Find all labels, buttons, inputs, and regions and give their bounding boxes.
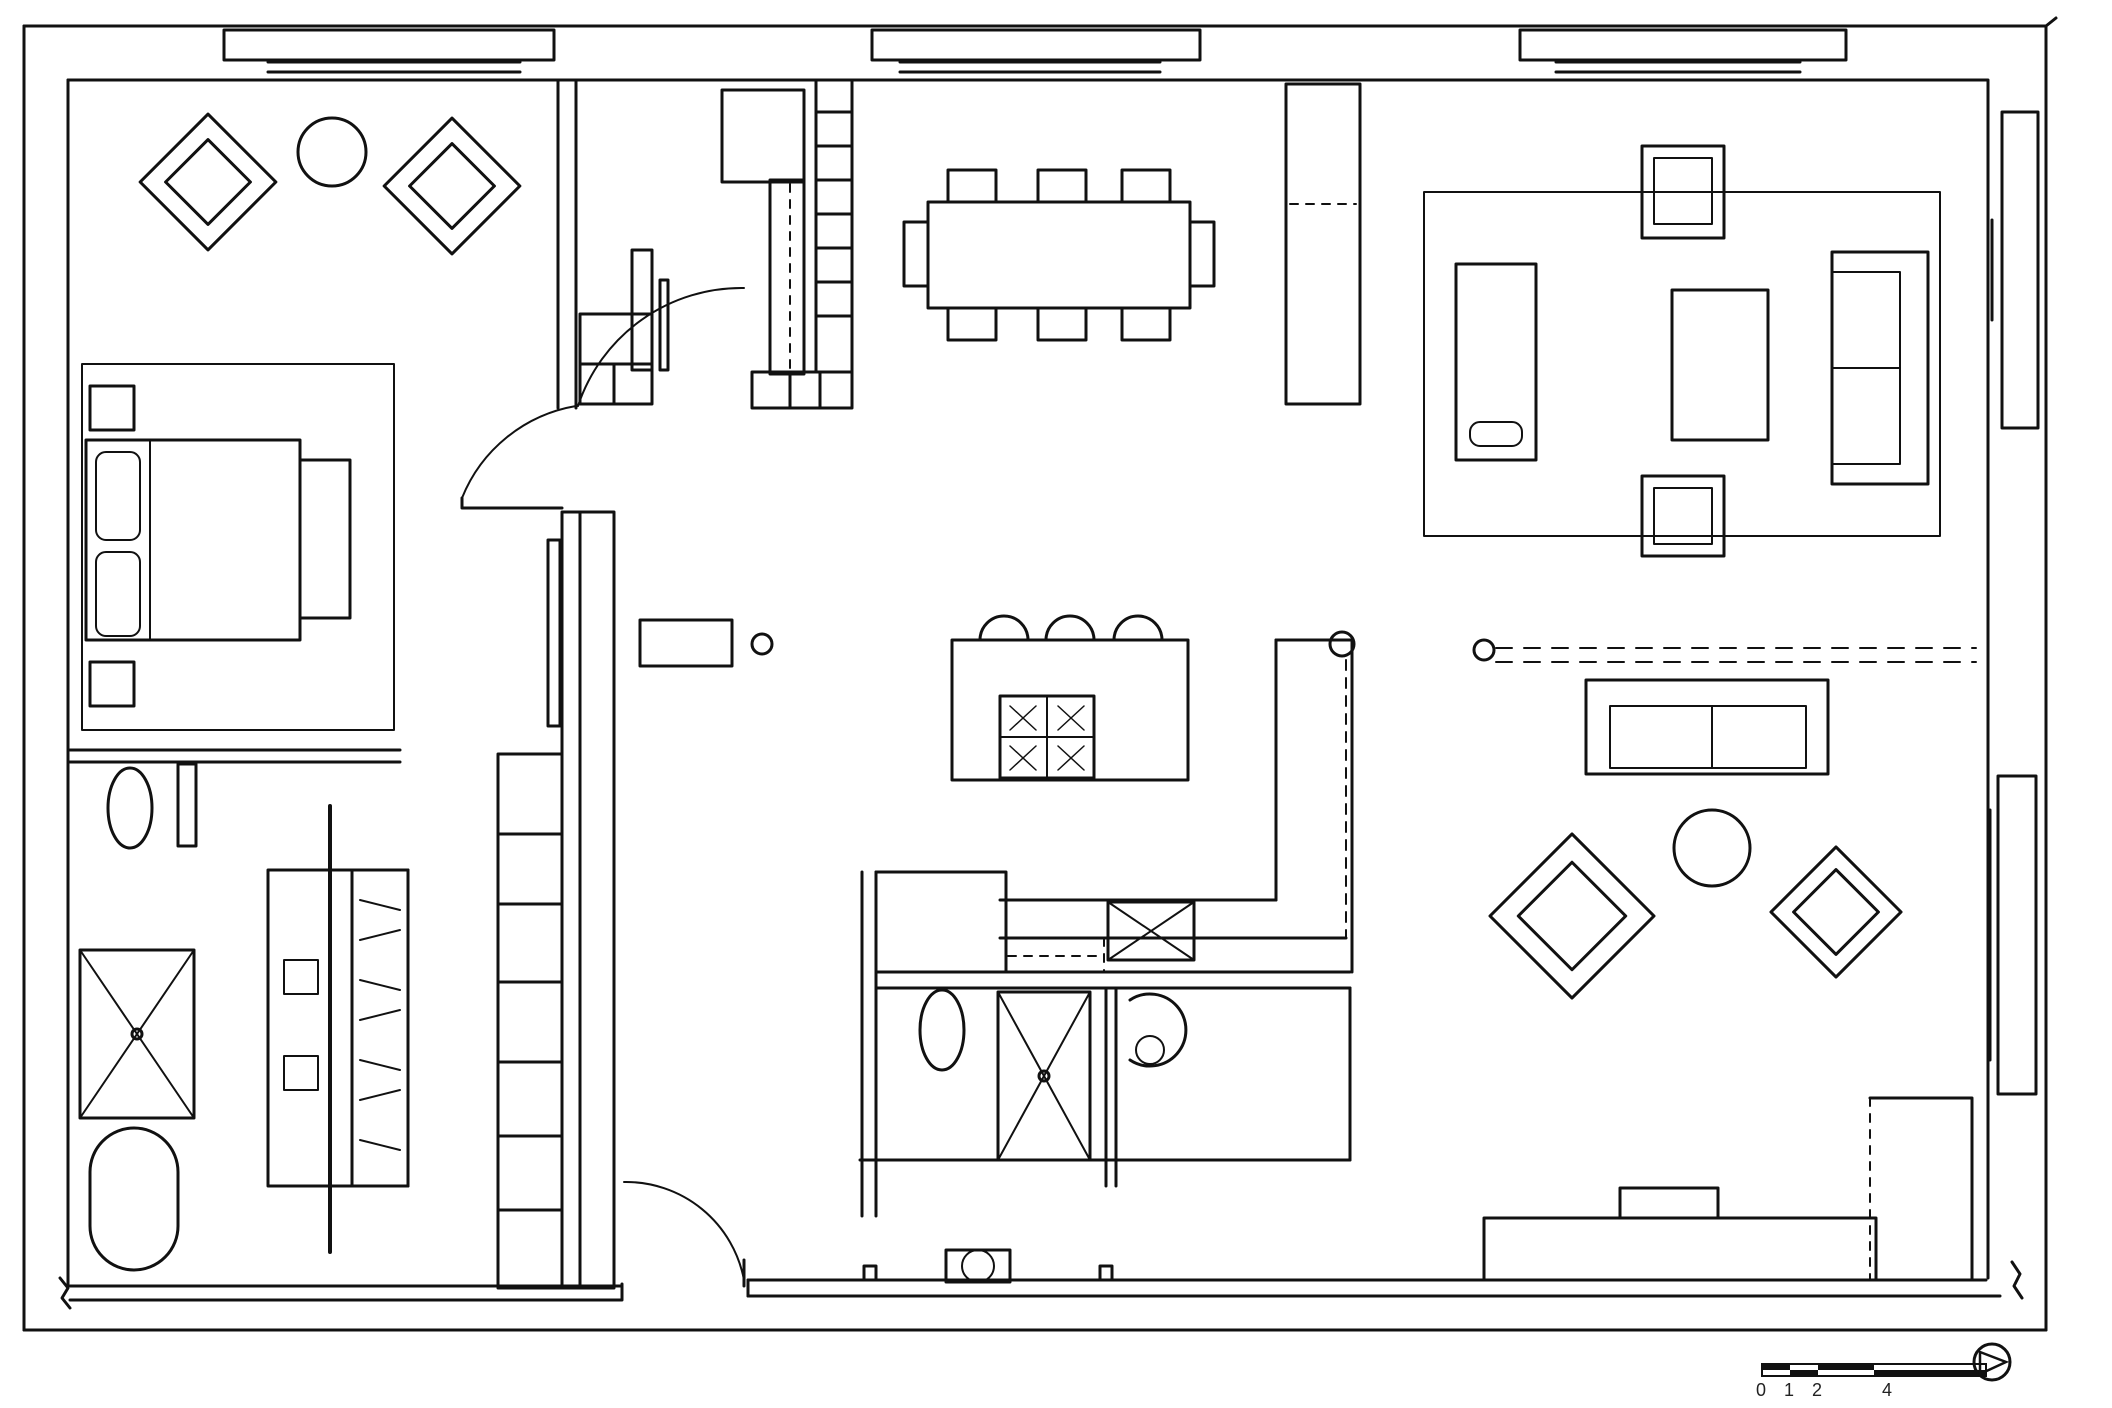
top-windows [222, 28, 1848, 74]
dining-chair [902, 220, 930, 288]
bathtub [88, 1126, 180, 1272]
dining-chair [1120, 306, 1172, 342]
chaise [1454, 262, 1538, 462]
bedroom [81, 112, 522, 731]
armchair [1640, 474, 1726, 558]
dining-chair [1120, 168, 1172, 204]
scale-tick-label: 4 [1882, 1380, 1892, 1400]
washer [1128, 992, 1188, 1068]
interior-walls [68, 78, 1977, 1290]
sideboard [1284, 82, 1362, 406]
round-table [1672, 808, 1752, 888]
stair-landing [944, 1248, 1012, 1284]
shower [996, 990, 1092, 1162]
shower [78, 948, 196, 1120]
armchair [1769, 845, 1903, 979]
toilet [918, 988, 966, 1072]
dining [902, 82, 1362, 406]
window-seat [1482, 1216, 1878, 1282]
pillow [95, 551, 141, 637]
kitchen-island [950, 614, 1356, 962]
toilet [106, 766, 154, 850]
scale-bar: 0 1 2 4 [1756, 1363, 1987, 1400]
dining-chair [1036, 306, 1088, 342]
dining-chair [946, 168, 998, 204]
right-windows [1988, 110, 2040, 1096]
dining-chair [1188, 220, 1216, 288]
north-arrow-icon [1972, 1342, 2012, 1382]
column [1472, 638, 1496, 662]
exterior-walls [22, 16, 2058, 1332]
vanity [266, 868, 410, 1188]
sink [283, 959, 319, 995]
armchair [1640, 144, 1726, 240]
scale-tick-label: 0 [1756, 1380, 1766, 1400]
living-rug [1423, 191, 1941, 537]
kitchen-sink [1106, 900, 1196, 962]
bar-counter [720, 78, 854, 410]
toilet-tank [176, 762, 198, 848]
closet-rail [350, 868, 410, 1188]
column [1328, 630, 1356, 658]
pillow [95, 451, 141, 541]
column [750, 632, 774, 656]
coffee-table [1670, 288, 1770, 442]
nightstand [88, 384, 136, 432]
dining-chair [1036, 168, 1088, 204]
dining-chair [946, 306, 998, 342]
bench [298, 458, 352, 620]
entry-storage [578, 248, 774, 668]
loveseat [1584, 678, 1830, 776]
dining-table [926, 200, 1192, 310]
sitting-area [1472, 638, 1974, 1282]
armchair [138, 112, 278, 252]
armchair [382, 116, 522, 256]
armchair [1488, 832, 1656, 1000]
scale-tick-label: 2 [1812, 1380, 1822, 1400]
bedroom-rug [81, 363, 395, 731]
living-room [1423, 144, 1941, 558]
side-table [296, 116, 368, 188]
nightstand [88, 660, 136, 708]
guest-bath [862, 988, 1188, 1284]
console-table [638, 618, 734, 668]
sink [283, 1055, 319, 1091]
scale-tick-label: 1 [1784, 1380, 1794, 1400]
master-bath [78, 762, 410, 1272]
